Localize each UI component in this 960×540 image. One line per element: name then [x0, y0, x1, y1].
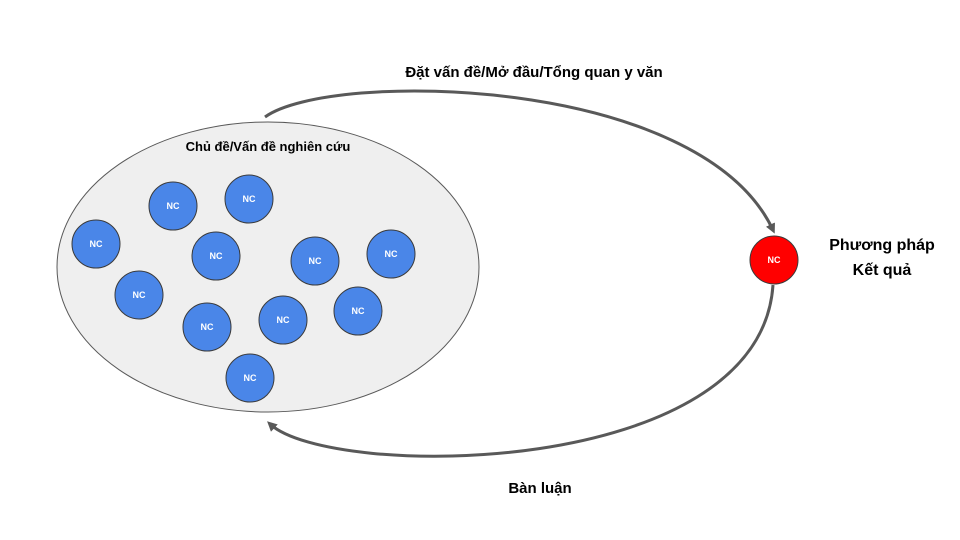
nc-node: NC — [333, 286, 383, 336]
svg-text:NC: NC — [244, 373, 257, 383]
svg-text:NC: NC — [201, 322, 214, 332]
topic-label: Chủ đề/Vấn đề nghiên cứu — [186, 139, 351, 154]
nc-node: NC — [258, 295, 308, 345]
nc-node: NC — [182, 302, 232, 352]
top-arrow — [264, 89, 775, 234]
nc-node: NC — [191, 231, 241, 281]
nc-node: NC — [114, 270, 164, 320]
nc-node: NC — [148, 181, 198, 231]
svg-text:NC: NC — [243, 194, 256, 204]
nc-node: NC — [71, 219, 121, 269]
nc-node-highlighted: NC — [749, 235, 799, 285]
svg-text:NC: NC — [167, 201, 180, 211]
nc-node: NC — [225, 353, 275, 403]
svg-text:NC: NC — [768, 255, 781, 265]
svg-text:NC: NC — [352, 306, 365, 316]
nc-node: NC — [366, 229, 416, 279]
bottom-arrow-label: Bàn luận — [508, 480, 571, 497]
svg-text:NC: NC — [90, 239, 103, 249]
svg-text:NC: NC — [133, 290, 146, 300]
svg-text:NC: NC — [277, 315, 290, 325]
bottom-arrow — [267, 284, 775, 458]
svg-text:NC: NC — [309, 256, 322, 266]
nc-node: NC — [224, 174, 274, 224]
result-label: Kết quả — [853, 262, 912, 279]
method-label: Phương pháp — [829, 237, 935, 254]
nc-node: NC — [290, 236, 340, 286]
svg-text:NC: NC — [385, 249, 398, 259]
top-arrow-label: Đặt vấn đề/Mở đầu/Tổng quan y văn — [405, 64, 662, 81]
svg-text:NC: NC — [210, 251, 223, 261]
